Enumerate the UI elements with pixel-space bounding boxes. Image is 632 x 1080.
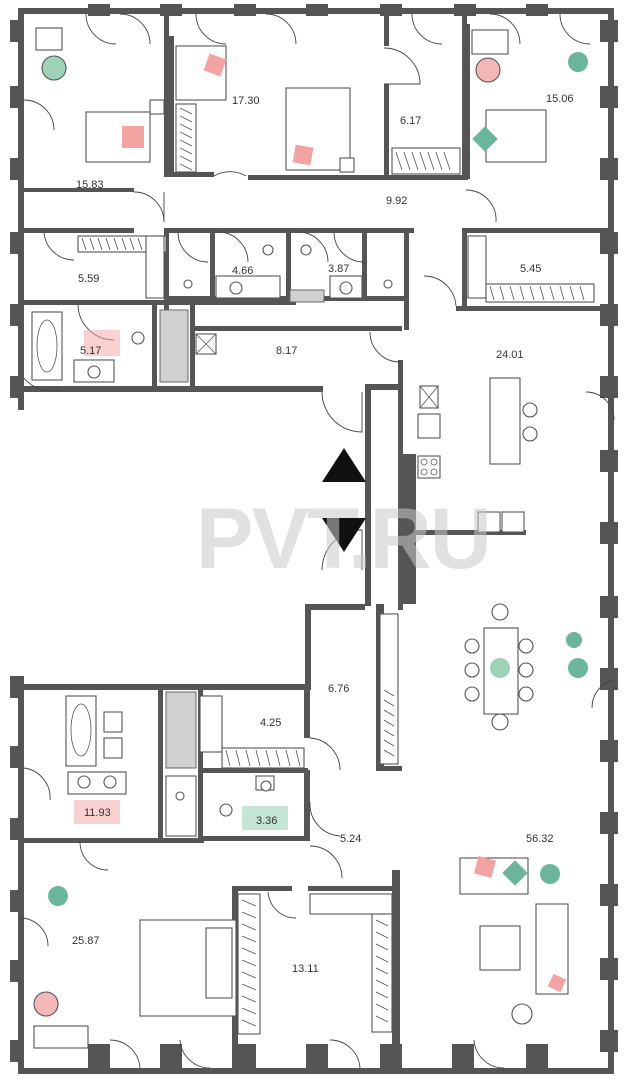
area-bedroom-nw: 15.83 (76, 179, 104, 191)
area-corridor-south: 5.24 (340, 833, 361, 845)
area-kitchen: 24.01 (496, 349, 524, 361)
area-bedroom-north: 17.30 (232, 95, 260, 107)
area-bath-west: 5.17 (80, 345, 101, 357)
area-bedroom-sw: 25.87 (72, 935, 100, 947)
area-hall-south: 6.76 (328, 683, 349, 695)
area-bedroom-ne: 15.06 (546, 93, 574, 105)
window-piers (10, 4, 618, 1070)
area-living: 56.32 (526, 833, 554, 845)
area-closet-south: 4.25 (260, 717, 281, 729)
doors (19, 13, 615, 1069)
area-wc-1: 4.66 (232, 265, 253, 277)
area-wc-south: 3.36 (256, 815, 277, 827)
area-hall-north: 8.17 (276, 345, 297, 357)
area-bath-north: 6.17 (400, 115, 421, 127)
area-dressing-e: 5.45 (520, 263, 541, 275)
area-wc-2: 3.87 (328, 263, 349, 275)
area-bath-south: 11.93 (84, 807, 111, 819)
area-dressing-w: 5.59 (78, 273, 99, 285)
area-corridor-north: 9.92 (386, 195, 407, 207)
area-dressing-sw: 13.11 (292, 963, 319, 975)
arrow-down-icon (322, 518, 366, 552)
stair-arrows (322, 448, 366, 552)
furniture (31, 27, 595, 1049)
arrow-up-icon (322, 448, 366, 482)
area-labels: 15.83 17.30 6.17 15.06 9.92 5.59 4.66 3.… (72, 93, 574, 975)
watermark-text: PVT.RU (196, 491, 490, 587)
